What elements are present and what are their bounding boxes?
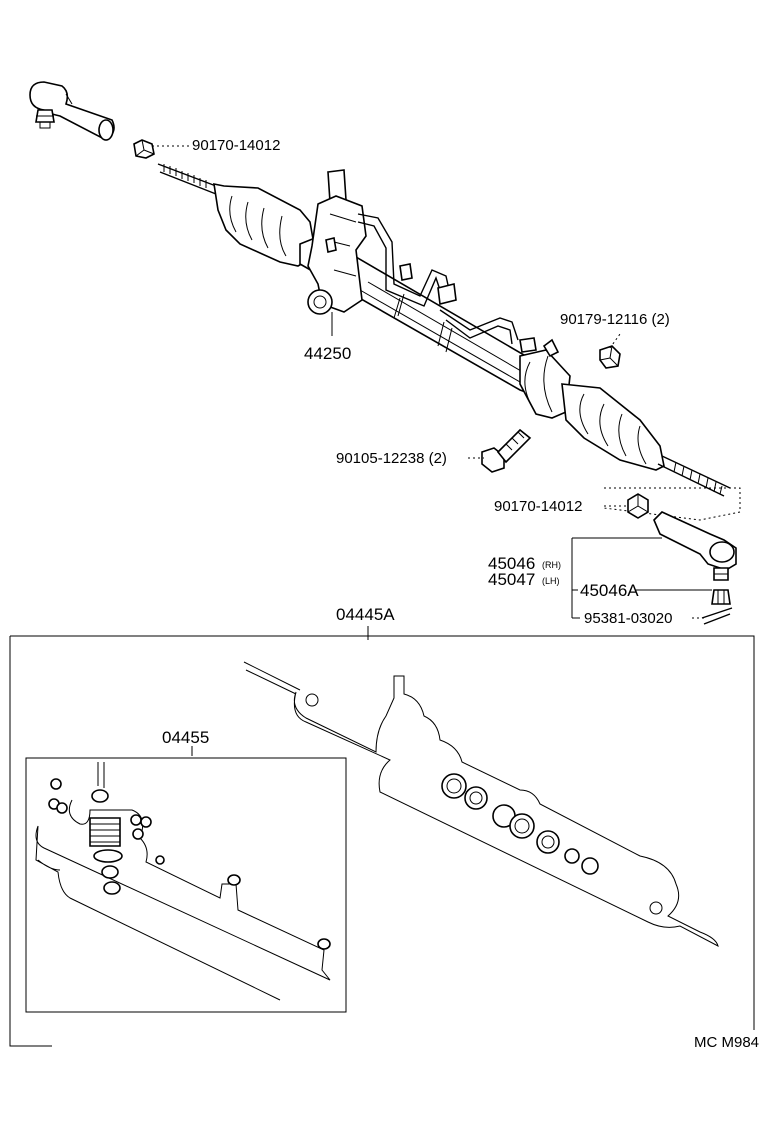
mount-bolt (481, 428, 532, 473)
kit-frame-04455 (25, 757, 347, 1013)
label-45046-rh: (RH) (542, 560, 561, 570)
label-90179-12116: 90179-12116 (2) (560, 311, 670, 328)
seal-kit-outline (35, 762, 331, 1001)
left-lock-nut (133, 139, 155, 159)
label-44250: 44250 (304, 344, 351, 363)
right-clamp (519, 338, 571, 419)
label-45047: 45047 (488, 570, 535, 589)
right-inner-rod (657, 455, 731, 497)
right-lock-nut (627, 493, 649, 519)
cotter-pin (701, 607, 733, 625)
figure-code: MC M984 (694, 1034, 759, 1051)
label-45046A: 45046A (580, 581, 639, 600)
label-90170-14012-right: 90170-14012 (494, 498, 582, 515)
kit-frame-04445A (9, 635, 755, 1047)
leader-lines (152, 145, 712, 619)
castle-nut (711, 589, 731, 605)
left-tie-rod-end (29, 81, 115, 141)
label-04455: 04455 (162, 728, 209, 747)
mount-nut (599, 345, 621, 369)
right-boot (561, 383, 665, 471)
valve-housing (307, 169, 367, 315)
label-04445A: 04445A (336, 605, 395, 624)
hydraulic-lines (357, 213, 537, 353)
label-45046: 45046 (488, 554, 535, 573)
label-90170-14012-left: 90170-14012 (192, 137, 280, 154)
left-inner-rod (157, 163, 217, 195)
gasket-kit-outline (243, 661, 719, 947)
label-45047-lh: (LH) (542, 576, 560, 586)
right-tie-rod-end (653, 511, 737, 581)
label-95381-03020: 95381-03020 (584, 610, 672, 627)
label-90105-12238: 90105-12238 (2) (336, 450, 447, 467)
guide-dashed-box (603, 487, 741, 521)
